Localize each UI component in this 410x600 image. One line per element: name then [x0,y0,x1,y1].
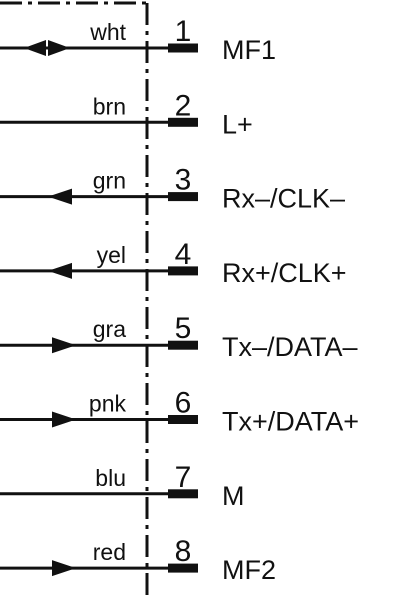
pin-terminal [168,415,198,424]
output-arrow-icon [52,337,76,354]
input-arrow-icon [48,262,72,279]
pin-terminal [168,340,198,350]
wire-color-label: red [93,539,126,565]
signal-label: M [222,481,245,511]
pin-row-7: blu 7M [0,461,245,511]
wire-color-label: blu [95,465,126,491]
pin-row-2: brn 2L+ [0,89,253,139]
input-arrow-icon [48,188,72,205]
wire-color-label: gra [93,316,126,342]
wire-color-label: brn [93,93,126,119]
pin-terminal [168,117,198,127]
pin-row-5: gra 5Tx–/DATA– [0,312,358,362]
wire-color-label: grn [93,168,126,194]
pin-number: 4 [175,238,192,271]
pin-number: 2 [175,89,192,122]
pin-row-6: pnk 6Tx+/DATA+ [0,387,359,437]
signal-label: L+ [222,109,253,139]
pin-terminal [168,489,198,499]
wire-color-label: yel [97,242,126,268]
pin-terminal [168,43,198,53]
bidirectional-arrow-left-icon [24,40,46,56]
pin-row-4: yel 4Rx+/CLK+ [0,238,347,288]
signal-label: Rx–/CLK– [222,184,345,214]
pin-terminal [168,192,198,202]
signal-label: MF2 [222,555,276,585]
pin-terminal [168,563,198,573]
wire-color-label: pnk [89,391,127,417]
pin-row-3: grn 3Rx–/CLK– [0,164,345,214]
pin-number: 6 [175,387,192,420]
signal-label: Rx+/CLK+ [222,258,347,288]
pin-number: 8 [175,535,192,568]
output-arrow-icon [52,411,76,428]
output-arrow-icon [52,560,76,577]
pin-number: 7 [175,461,192,494]
signal-label: Tx–/DATA– [222,332,358,362]
pin-number: 3 [175,164,192,197]
pin-number: 5 [175,312,192,345]
pin-terminal [168,266,198,276]
signal-label: MF1 [222,35,276,65]
signal-label: Tx+/DATA+ [222,407,359,437]
wire-color-label: wht [89,19,126,45]
bidirectional-arrow-right-icon [48,40,70,56]
pin-number: 1 [175,15,192,48]
